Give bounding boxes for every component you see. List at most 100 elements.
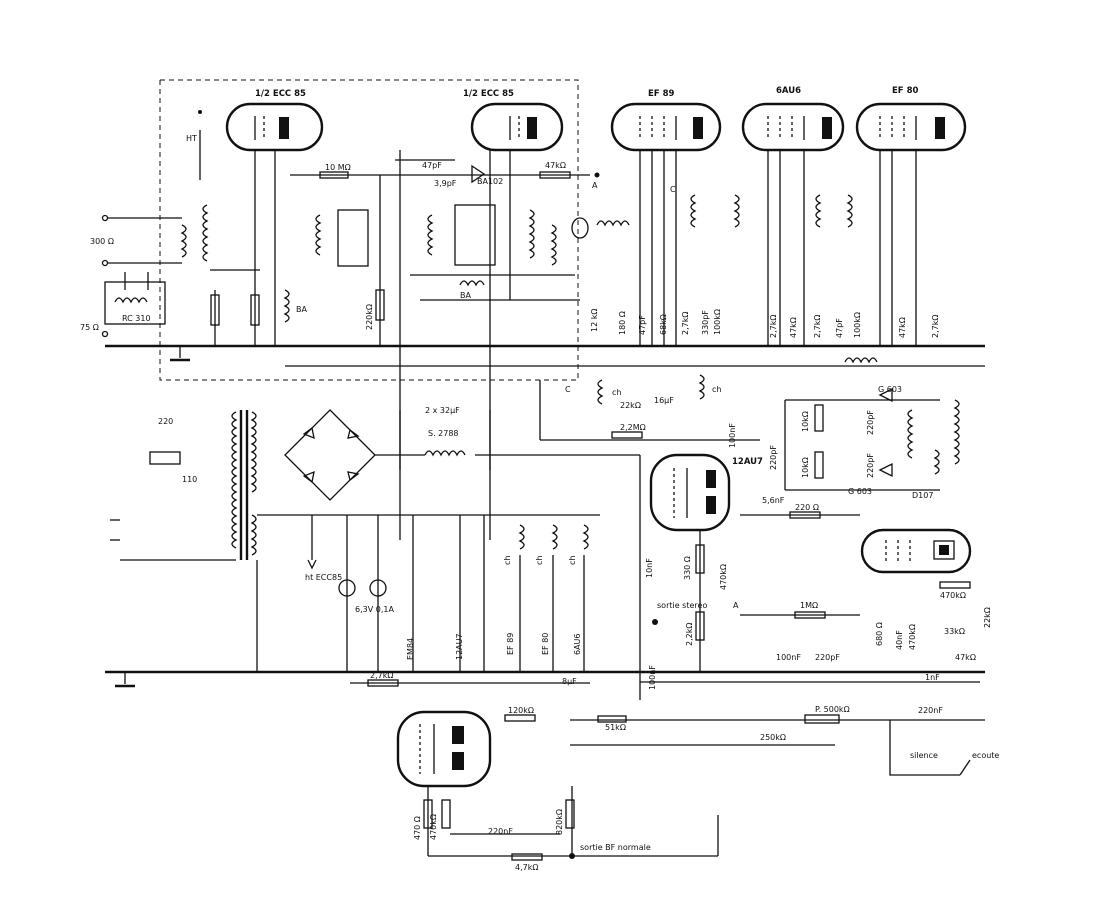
label-10k-a: 10kΩ bbox=[801, 411, 810, 432]
label-22k-c: 22kΩ bbox=[983, 607, 992, 628]
label-s2788: S. 2788 bbox=[428, 429, 459, 438]
tube-em84-indicator bbox=[860, 528, 972, 574]
label-51k: 51kΩ bbox=[605, 723, 626, 732]
label-ht-ecc85: ht ECC85 bbox=[305, 573, 342, 582]
label-10k-b: 10kΩ bbox=[801, 457, 810, 478]
label-470k-b: 470kΩ bbox=[940, 591, 966, 600]
label-rc310: RC 310 bbox=[122, 314, 151, 323]
tuner-circuit: BA 10 MΩ 47pF BA102 47kΩ A 3,9pF 220kΩ B… bbox=[210, 150, 600, 540]
heater-string: ht ECC85 6,3V 0,1A EM84 12AU7 ch ch ch E… bbox=[256, 514, 600, 672]
if-amplifier-stage: 12 kΩ 180 Ω 47pF 68kΩ 2,7kΩ 330pF 100kΩ … bbox=[571, 150, 940, 346]
label-300-ohm: 300 Ω bbox=[90, 237, 114, 246]
label-470-ohm: 470 Ω bbox=[413, 816, 422, 840]
label-100nf-c: 100nF bbox=[776, 653, 801, 662]
tube-label-12au7: 12AU7 bbox=[732, 457, 763, 467]
audio-output-stage: 2,7kΩ 8µF 120kΩ 51kΩ 470 Ω 470kΩ 220nF 8… bbox=[350, 671, 719, 872]
label-75-ohm: 75 Ω bbox=[80, 323, 99, 332]
label-330pf: 330pF bbox=[701, 310, 710, 335]
label-680-ohm: 680 Ω bbox=[875, 622, 884, 646]
label-33k: 33kΩ bbox=[944, 627, 965, 636]
label-47k-d: 47kΩ bbox=[898, 317, 907, 338]
label-47pf-if: 47pF bbox=[638, 315, 647, 335]
label-47pf: 47pF bbox=[422, 161, 442, 170]
label-sortie-stereo: sortie stereo bbox=[657, 601, 707, 610]
label-220pf-a: 220pF bbox=[769, 445, 778, 470]
label-2-2m: 2,2MΩ bbox=[620, 423, 646, 432]
label-3-9pf: 3,9pF bbox=[434, 179, 457, 188]
label-110v: 110 bbox=[182, 475, 197, 484]
label-2x32uf: 2 x 32µF bbox=[425, 406, 460, 415]
label-ch-c: ch bbox=[503, 556, 512, 565]
label-250k: 250kΩ bbox=[760, 733, 786, 742]
label-sortie-bf: sortie BF normale bbox=[580, 843, 651, 852]
label-1nf: 1nF bbox=[925, 673, 940, 682]
tube-label-6au6: 6AU6 bbox=[776, 86, 801, 96]
label-12au7-heater: 12AU7 bbox=[455, 633, 464, 660]
label-2-7k-f: 2,7kΩ bbox=[370, 671, 393, 680]
label-ba-left: BA bbox=[296, 305, 307, 314]
label-p500k: P. 500kΩ bbox=[815, 705, 850, 714]
tube-label-ecc85-b: 1/2 ECC 85 bbox=[463, 89, 514, 99]
label-47k-top: 47kΩ bbox=[545, 161, 566, 170]
power-supply: 220 110 2 x 32µF S. 2788 bbox=[110, 406, 641, 700]
label-470k-c: 470kΩ bbox=[908, 624, 917, 650]
label-220v: 220 bbox=[158, 417, 173, 426]
label-47k-b: 47kΩ bbox=[789, 317, 798, 338]
label-ba-mid: BA bbox=[460, 291, 471, 300]
label-330-ohm: 330 Ω bbox=[683, 556, 692, 580]
label-ch-a: ch bbox=[612, 388, 621, 397]
label-47pf-c: 47pF bbox=[835, 318, 844, 338]
label-68k: 68kΩ bbox=[659, 314, 668, 335]
label-470k-d: 470kΩ bbox=[429, 814, 438, 840]
label-22k: 22kΩ bbox=[620, 401, 641, 410]
label-100nf-b: 100nF bbox=[648, 665, 657, 690]
label-a-top: A bbox=[592, 181, 598, 190]
tube-12au7: 12AU7 bbox=[649, 453, 763, 532]
stereo-decoder: 5,6nF 220 Ω 10nF 330 Ω 470kΩ sortie ster… bbox=[570, 496, 999, 776]
antenna-input: 300 Ω 75 Ω RC 310 bbox=[80, 204, 209, 338]
tube-ecc85-b: 1/2 ECC 85 bbox=[463, 89, 564, 152]
tuner-shield-outline bbox=[159, 79, 579, 381]
label-g603-b: G 603 bbox=[848, 487, 872, 496]
label-ef89-heater: EF 89 bbox=[506, 633, 515, 655]
mid-filter: C ch 22kΩ 16µF 2,2MΩ ch 100nF bbox=[539, 357, 878, 448]
label-silence: silence bbox=[910, 751, 938, 760]
label-100k-c: 100kΩ bbox=[853, 312, 862, 338]
label-ecoute: ecoute bbox=[972, 751, 999, 760]
label-10nf: 10nF bbox=[645, 558, 654, 578]
label-2-7k-e: 2,7kΩ bbox=[931, 315, 940, 338]
label-220pf-d: 220pF bbox=[815, 653, 840, 662]
label-ht: HT bbox=[186, 134, 197, 143]
label-220nf: 220nF bbox=[918, 706, 943, 715]
label-2-2k: 2,2kΩ bbox=[685, 623, 694, 646]
label-6au6-heater: 6AU6 bbox=[573, 633, 582, 655]
label-120k: 120kΩ bbox=[508, 706, 534, 715]
ht-terminal: HT bbox=[186, 110, 202, 180]
label-220nf-b: 220nF bbox=[488, 827, 513, 836]
label-47k-e: 47kΩ bbox=[955, 653, 976, 662]
tube-ef89: EF 89 bbox=[610, 89, 722, 152]
label-ch-d: ch bbox=[535, 556, 544, 565]
detector-stage: G 603 G 603 10kΩ 10kΩ 220pF 220pF 220pF … bbox=[769, 385, 960, 500]
label-c-a: C bbox=[670, 185, 676, 194]
tube-label-ef89: EF 89 bbox=[648, 89, 674, 99]
label-c-b: C bbox=[565, 385, 571, 394]
label-180: 180 Ω bbox=[618, 311, 627, 335]
label-10m: 10 MΩ bbox=[325, 163, 351, 172]
label-100nf-a: 100nF bbox=[728, 423, 737, 448]
label-16uf: 16µF bbox=[654, 396, 674, 405]
label-470k: 470kΩ bbox=[719, 564, 728, 590]
label-2-7k-c: 2,7kΩ bbox=[813, 315, 822, 338]
label-1m: 1MΩ bbox=[800, 601, 818, 610]
label-220k: 220kΩ bbox=[365, 304, 374, 330]
label-em84: EM84 bbox=[406, 638, 415, 660]
tube-label-ecc85-a: 1/2 ECC 85 bbox=[255, 89, 306, 99]
tube-6au6: 6AU6 bbox=[741, 86, 845, 152]
label-ch-b: ch bbox=[712, 385, 721, 394]
label-d107: D107 bbox=[912, 491, 933, 500]
label-12k: 12 kΩ bbox=[590, 309, 599, 332]
tube-audio-12au7 bbox=[396, 710, 492, 788]
label-ch-e: ch bbox=[568, 556, 577, 565]
label-100k: 100kΩ bbox=[713, 309, 722, 335]
label-a-bottom: A bbox=[733, 601, 739, 610]
